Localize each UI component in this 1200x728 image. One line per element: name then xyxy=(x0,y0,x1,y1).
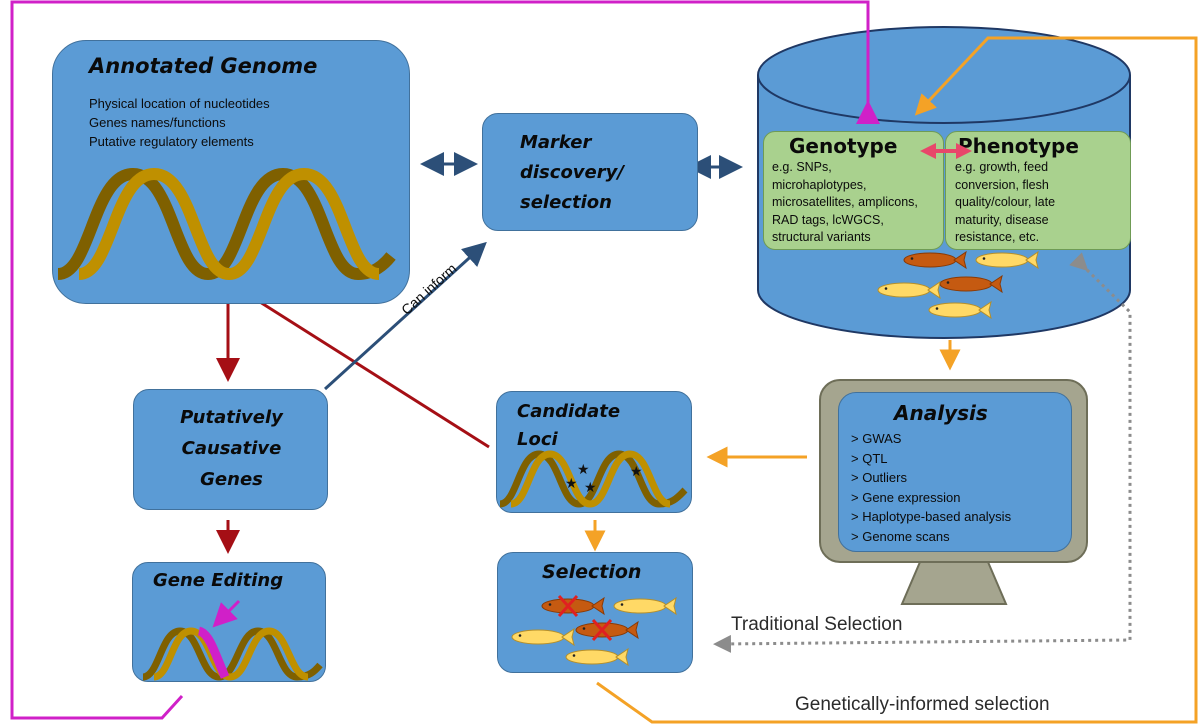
star-icon: ★ xyxy=(565,475,578,491)
analysis-screen: Analysis > GWAS > QTL > Outliers > Gene … xyxy=(838,392,1072,552)
reject-x-icon xyxy=(557,594,579,618)
genetically-informed-selection-label: Genetically-informed selection xyxy=(795,694,1050,715)
genotype-box: Genotype e.g. SNPs, microhaplotypes, mic… xyxy=(763,131,944,250)
genotype-line: microhaplotypes, xyxy=(772,177,867,192)
genotype-line: e.g. SNPs, xyxy=(772,160,832,174)
genotype-line: RAD tags, lcWGCS, xyxy=(772,212,884,227)
annotated-genome-title: Annotated Genome xyxy=(89,54,318,78)
genome-line: Physical location of nucleotides xyxy=(89,96,270,111)
genome-line: Genes names/functions xyxy=(89,115,226,130)
putative-line: Genes xyxy=(200,469,263,490)
gene-editing-box: Gene Editing xyxy=(132,562,326,682)
genome-line: Putative regulatory elements xyxy=(89,134,254,149)
star-icon: ★ xyxy=(584,479,597,495)
dna-helix-icon xyxy=(56,167,396,281)
genotype-text: e.g. SNPs, microhaplotypes, microsatelli… xyxy=(772,159,918,247)
analysis-item: > Haplotype-based analysis xyxy=(851,509,1012,524)
star-icon: ★ xyxy=(577,461,590,477)
analysis-item: > Genome scans xyxy=(851,528,950,544)
edit-arrow-icon xyxy=(212,599,241,628)
traditional-selection-label: Traditional Selection xyxy=(731,614,903,635)
candidate-loci-box: Candidate Loci ★ ★ ★ ★ xyxy=(496,391,692,513)
analysis-item: > Gene expression xyxy=(851,489,961,505)
genotype-line: structural variants xyxy=(772,230,871,244)
putative-line: Putatively xyxy=(180,407,283,428)
candidate-line: Candidate xyxy=(517,401,621,422)
marker-line: Marker xyxy=(520,132,592,153)
phenotype-line: e.g. growth, feed xyxy=(955,160,1049,174)
marker-line: selection xyxy=(520,192,612,213)
candidate-line: Loci xyxy=(517,429,558,450)
analysis-list: > GWAS > QTL > Outliers > Gene expressio… xyxy=(851,429,1011,546)
reject-x-icon xyxy=(591,618,613,642)
phenotype-box: Phenotype e.g. growth, feed conversion, … xyxy=(945,131,1131,250)
putative-line: Causative xyxy=(181,438,282,459)
genotype-line: microsatellites, amplicons, xyxy=(772,195,918,209)
putatively-causative-genes-box: Putatively Causative Genes xyxy=(133,389,328,510)
selection-title: Selection xyxy=(542,561,642,583)
marker-discovery-box: Marker discovery/ selection xyxy=(482,113,698,231)
dna-helix-icon xyxy=(142,599,323,681)
analysis-item: > QTL xyxy=(851,450,888,466)
phenotype-line: resistance, etc. xyxy=(955,230,1040,244)
marker-discovery-title: Marker discovery/ selection xyxy=(520,128,624,218)
star-icon: ★ xyxy=(630,463,643,479)
annotated-genome-text: Physical location of nucleotides Genes n… xyxy=(89,94,270,151)
phenotype-text: e.g. growth, feed conversion, flesh qual… xyxy=(955,159,1055,247)
genotype-phenotype-arrow xyxy=(920,143,972,159)
putative-title: Putatively Causative Genes xyxy=(134,402,329,495)
marker-line: discovery/ xyxy=(520,162,624,183)
phenotype-title: Phenotype xyxy=(958,134,1079,158)
gene-editing-title: Gene Editing xyxy=(153,570,284,591)
analysis-title: Analysis xyxy=(894,401,988,425)
phenotype-line: maturity, disease xyxy=(955,212,1049,227)
selection-box: Selection xyxy=(497,552,693,673)
phenotype-line: conversion, flesh xyxy=(955,177,1049,192)
analysis-item: > GWAS xyxy=(851,431,902,446)
analysis-item: > Outliers xyxy=(851,470,907,485)
genotype-title: Genotype xyxy=(789,134,898,158)
dna-helix-icon: ★ ★ ★ ★ xyxy=(499,450,688,508)
phenotype-line: quality/colour, late xyxy=(955,195,1056,209)
annotated-genome-box: Annotated Genome Physical location of nu… xyxy=(52,40,410,304)
selected-fish-icon xyxy=(511,594,677,666)
candidate-title: Candidate Loci xyxy=(517,398,620,454)
